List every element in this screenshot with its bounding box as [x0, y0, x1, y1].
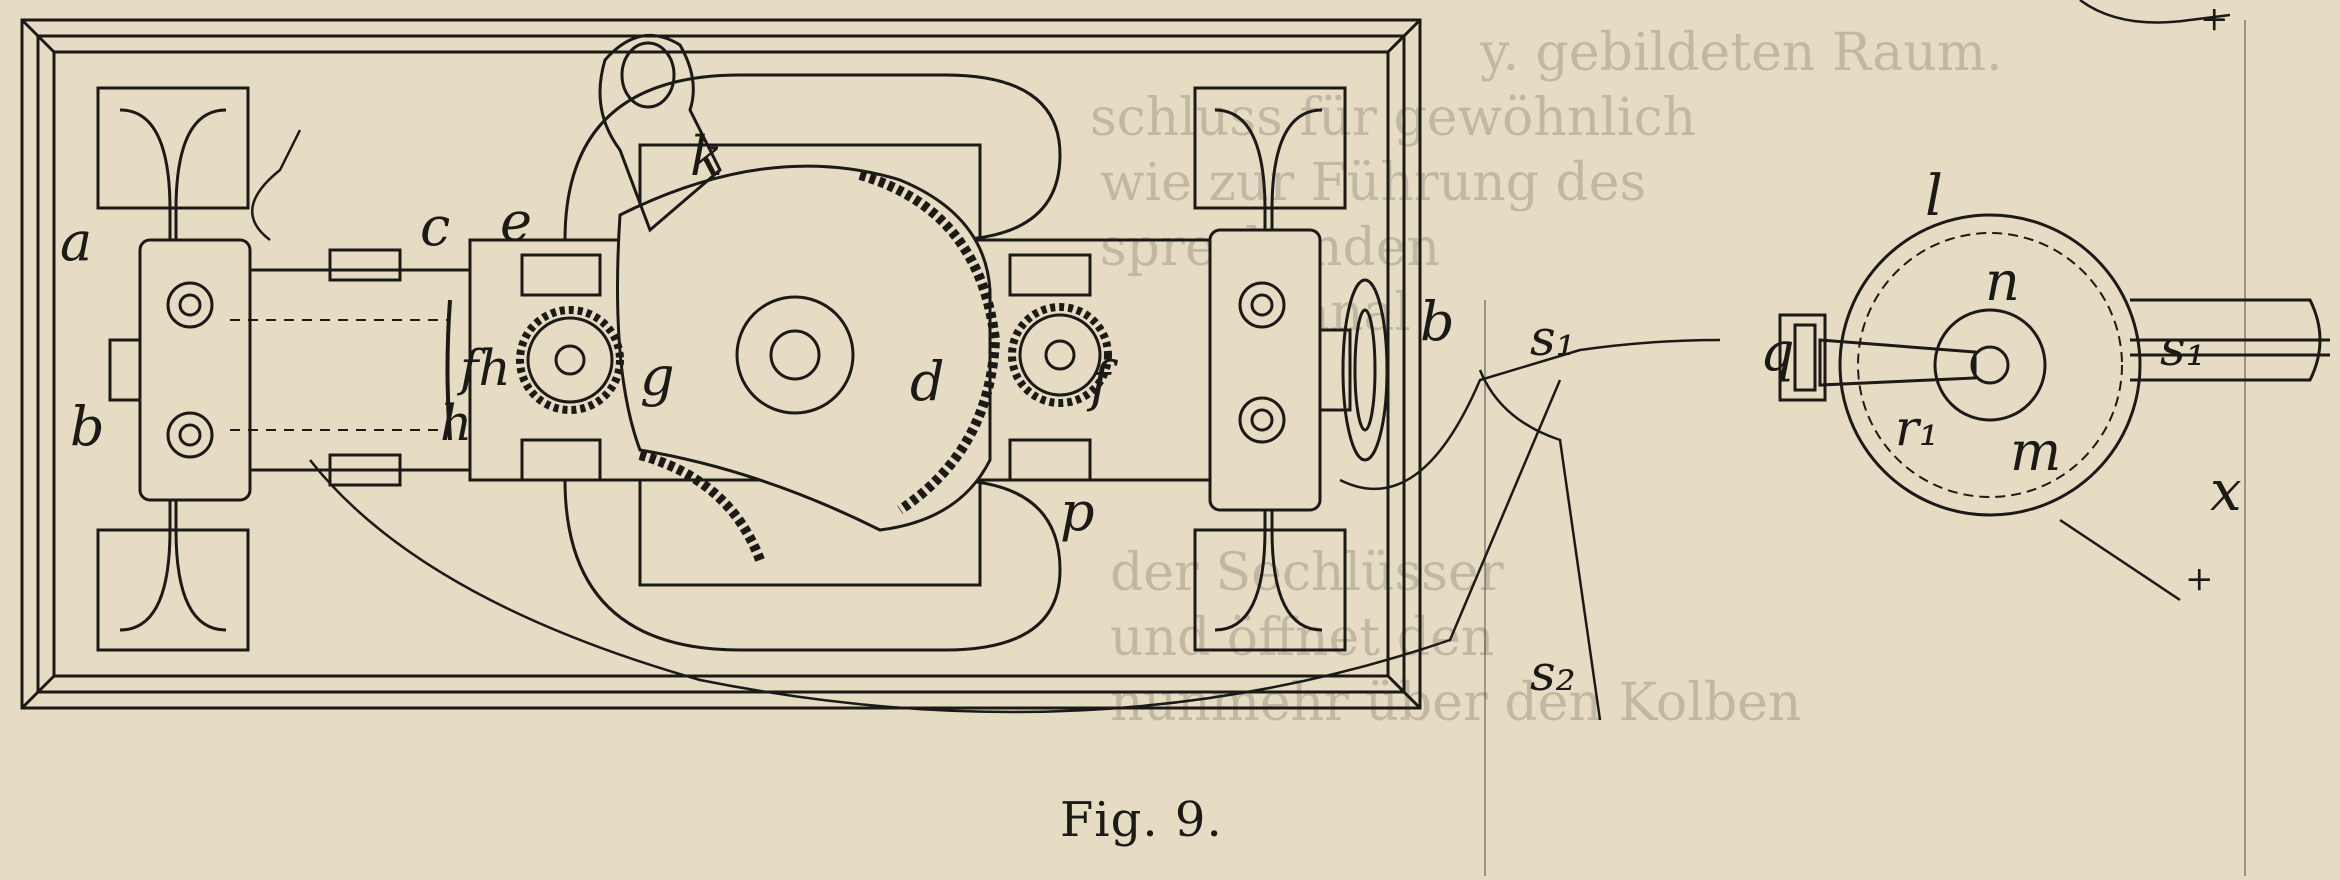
right-bearing-block — [1193, 86, 1389, 652]
label-s1: s₁ — [2160, 319, 2206, 377]
label-n: n — [1985, 250, 2020, 313]
label-s1: s₁ — [1530, 309, 1576, 367]
gear-sector — [616, 164, 1001, 562]
left-bearing-block — [96, 86, 252, 652]
label-b: b — [70, 395, 105, 458]
figure-caption: Fig. 9. — [1060, 792, 1223, 848]
label-x: x — [2210, 459, 2242, 524]
background-text-line: nunmehr über den Kolben — [1110, 673, 1801, 733]
label-b: b — [1420, 290, 1455, 353]
label-p: p — [1060, 480, 1095, 543]
figure-labels: a b b c e k fh h g d f p s₁ s₂ l q n r₁ … — [60, 0, 2242, 702]
label-f: f — [1086, 350, 1118, 413]
pinion-gears — [516, 253, 1112, 482]
label-c: c — [420, 195, 450, 258]
label-k: k — [690, 125, 723, 188]
label-s2: s₂ — [1530, 644, 1576, 702]
background-text-line: und öffnet den — [1110, 608, 1494, 668]
label-r1: r₁ — [1895, 399, 1939, 457]
lower-slot — [563, 478, 1062, 652]
label-plus: + — [2200, 0, 2229, 39]
label-e: e — [500, 190, 532, 253]
background-text-line: der Sechlüsser — [1110, 543, 1504, 603]
label-g: g — [640, 345, 675, 408]
label-plus: + — [2185, 559, 2214, 599]
label-fh: fh — [456, 339, 511, 397]
wires — [251, 0, 2231, 721]
background-text-line: y. gebildeten Raum. — [1479, 23, 2003, 83]
rotor-assembly — [1778, 213, 2330, 517]
label-a: a — [60, 210, 92, 273]
label-m: m — [2010, 420, 2061, 483]
background-text-line: wie zur Führung des — [1100, 153, 1646, 213]
eye-arm — [598, 33, 722, 233]
background-text-line: schluss für gewöhnlich — [1090, 88, 1696, 148]
label-h: h — [440, 394, 472, 452]
base-plate — [20, 18, 1422, 710]
label-q: q — [1760, 320, 1795, 383]
upper-slot — [563, 73, 1062, 242]
label-d: d — [910, 350, 945, 413]
label-l: l — [1925, 164, 1943, 229]
